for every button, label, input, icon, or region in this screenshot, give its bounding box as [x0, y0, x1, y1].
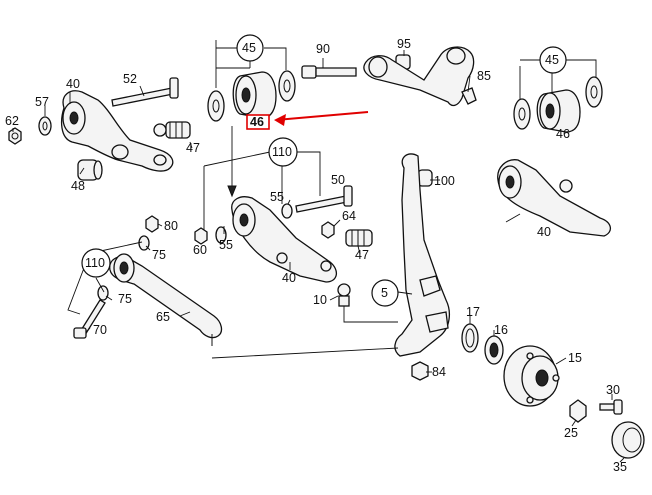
part-45-bushing-right-washer	[278, 70, 296, 102]
label-48: 48	[71, 179, 85, 193]
part-45-right-washer-a	[513, 98, 531, 130]
bubble-110-middle	[268, 137, 298, 167]
part-55-washer-b	[281, 203, 293, 219]
part-46-bushing-highlighted	[232, 71, 277, 119]
part-47-ball-joint-mid	[345, 229, 373, 247]
part-46-right-bushing	[536, 89, 581, 133]
label-75-lower: 75	[118, 292, 132, 306]
part-60-nut	[194, 227, 208, 245]
label-110-middle: 110	[272, 145, 292, 159]
label-85: 85	[477, 69, 491, 83]
label-55-upper: 55	[270, 190, 284, 204]
part-50-bolt	[295, 185, 353, 213]
label-45-left: 45	[242, 41, 256, 55]
label-30: 30	[606, 383, 620, 397]
part-10-ball-joint	[337, 283, 351, 307]
bubble-45-right	[539, 46, 567, 74]
part-70-bolt	[73, 299, 106, 339]
bubble-5	[371, 279, 399, 307]
label-75-upper: 75	[152, 248, 166, 262]
part-62-nut	[8, 127, 22, 145]
label-10: 10	[313, 293, 327, 307]
label-60: 60	[193, 243, 207, 257]
part-47-ball-joint-left	[153, 121, 191, 139]
label-55-lower: 55	[219, 238, 233, 252]
label-110-left: 110	[85, 256, 105, 270]
label-64: 64	[342, 209, 356, 223]
label-46-highlighted: 46	[250, 115, 264, 129]
label-70: 70	[93, 323, 107, 337]
part-5-steering-knuckle	[394, 153, 451, 357]
part-45-bushing-left-washer	[207, 90, 225, 122]
part-52-bolt	[111, 77, 179, 107]
label-80: 80	[164, 219, 178, 233]
label-15: 15	[568, 351, 582, 365]
label-62: 62	[5, 114, 19, 128]
part-64-nut	[321, 221, 335, 239]
part-17-ring	[461, 323, 479, 353]
label-84: 84	[432, 365, 446, 379]
label-5: 5	[381, 286, 388, 300]
part-75-washer-b	[97, 285, 109, 301]
mounting-arrow	[227, 126, 237, 198]
label-52: 52	[123, 72, 137, 86]
label-40-middle: 40	[282, 271, 296, 285]
label-50: 50	[331, 173, 345, 187]
label-47-left: 47	[186, 141, 200, 155]
label-16: 16	[494, 323, 508, 337]
label-17: 17	[466, 305, 480, 319]
label-65: 65	[156, 310, 170, 324]
bubble-110-left	[81, 248, 111, 278]
label-45-right: 45	[545, 53, 559, 67]
part-40-right-lower-arm	[497, 159, 611, 237]
part-25-nut	[569, 399, 587, 423]
part-40-middle-arm	[231, 196, 337, 283]
part-48-bushing	[77, 159, 103, 181]
label-25: 25	[564, 426, 578, 440]
label-40-top-left: 40	[66, 77, 80, 91]
part-40-upper-left-arm	[60, 90, 174, 172]
leader-lines	[12, 40, 625, 463]
part-85-upper-control-arm	[363, 46, 477, 107]
label-46-right: 46	[556, 127, 570, 141]
part-15-wheel-hub	[503, 345, 560, 407]
label-47-mid: 47	[355, 248, 369, 262]
label-90: 90	[316, 42, 330, 56]
label-35: 35	[613, 460, 627, 474]
part-30-bolt	[599, 399, 623, 415]
part-16-bearing	[484, 335, 504, 365]
part-55-washer-a	[215, 226, 227, 244]
part-57-washer	[38, 116, 52, 136]
part-80-nut	[145, 215, 159, 233]
part-45-right-washer-b	[585, 76, 603, 108]
bubble-45-left	[236, 34, 264, 62]
highlight-box-46	[246, 114, 270, 130]
part-84-nut	[411, 361, 429, 381]
part-35-cap	[611, 421, 645, 459]
part-90-bolt	[301, 65, 357, 79]
highlight-arrow	[274, 111, 369, 126]
part-65-lower-arm	[109, 253, 223, 346]
label-57: 57	[35, 95, 49, 109]
label-100: 100	[434, 174, 455, 188]
label-95: 95	[397, 37, 411, 51]
label-40-right: 40	[537, 225, 551, 239]
